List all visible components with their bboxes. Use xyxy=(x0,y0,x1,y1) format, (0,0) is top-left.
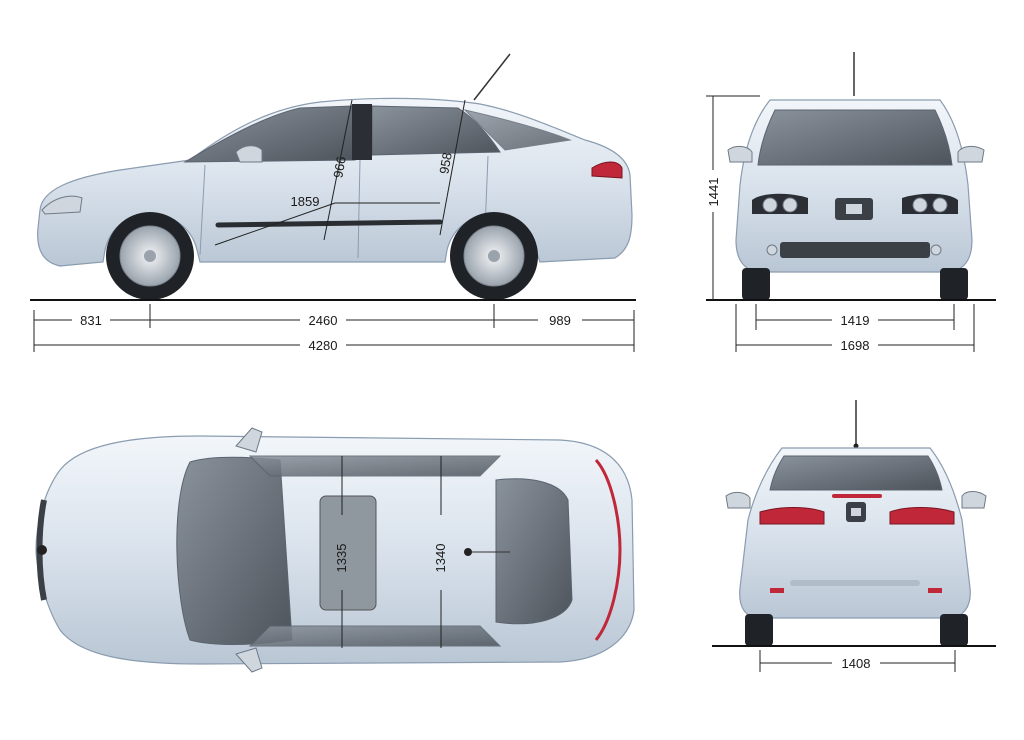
front-overhang-label: 831 xyxy=(80,313,102,328)
rear-view: 1408 xyxy=(712,400,996,672)
rear-overhang-label: 989 xyxy=(549,313,571,328)
rear-headroom-label: 958 xyxy=(436,151,455,175)
front-track-label: 1419 xyxy=(841,313,870,328)
interior-length-label: 1859 xyxy=(291,194,320,209)
overall-length-label: 4280 xyxy=(309,338,338,353)
side-view: 966 958 1859 831 2460 989 4280 xyxy=(30,53,636,353)
overall-width-label: 1698 xyxy=(841,338,870,353)
front-view: 1441 1419 1698 xyxy=(706,52,996,353)
rear-track-label: 1408 xyxy=(842,656,871,671)
rear-shoulder-width-label: 1340 xyxy=(433,544,448,573)
front-shoulder-width-label: 1335 xyxy=(334,544,349,573)
overall-height-label: 1441 xyxy=(706,178,721,207)
top-view: 1335 1340 xyxy=(35,427,635,673)
front-headroom-label: 966 xyxy=(330,155,349,179)
wheelbase-label: 2460 xyxy=(309,313,338,328)
